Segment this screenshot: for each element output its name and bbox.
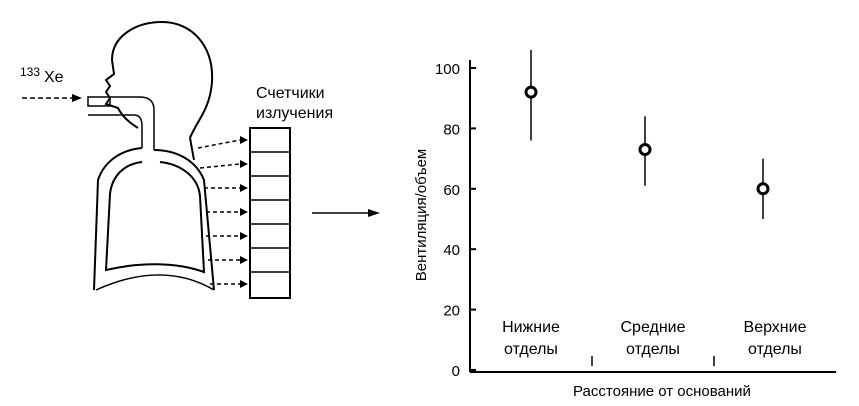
- data-point: [638, 143, 652, 157]
- category-label-line2: отделы: [748, 341, 802, 358]
- y-tick-label: 60: [443, 182, 460, 199]
- category-label-line1: Нижние: [502, 319, 560, 336]
- data-points: [524, 49, 770, 219]
- y-tick-label: 20: [443, 303, 460, 320]
- radiation-arrows: [197, 136, 248, 288]
- data-point: [756, 182, 770, 196]
- category-dividers: [591, 356, 715, 366]
- torso-outline: [93, 147, 215, 291]
- counters-label-line2: излучения: [256, 105, 333, 122]
- category-label-line2: отделы: [504, 341, 558, 358]
- y-tick-label: 100: [435, 61, 460, 78]
- data-point: [524, 85, 538, 99]
- head-outline: [104, 20, 214, 139]
- neck: [189, 137, 195, 161]
- category-label-line2: отделы: [626, 341, 680, 358]
- y-tick-label: 0: [452, 363, 460, 380]
- y-tick-label: 40: [443, 242, 460, 259]
- mouthpiece: [87, 96, 155, 150]
- lung-diagram: 133 Xe: [20, 20, 380, 299]
- radiation-counters: [249, 127, 291, 299]
- category-labels: Нижние отделы Средние отделы Верхние отделы: [502, 319, 807, 358]
- diaphragm: [95, 274, 215, 291]
- lung-outline: [104, 161, 206, 274]
- ventilation-chart: 0 20 40 60 80 100 Нижние отделы Средние отделы Ве…: [413, 49, 836, 400]
- y-tick-label: 80: [443, 121, 460, 138]
- gas-label-symbol: Xe: [44, 69, 64, 86]
- counters-label-line1: Счетчики: [256, 85, 325, 102]
- gas-inflow-arrow: [22, 94, 82, 102]
- y-ticks: 0 20 40 60 80 100: [435, 61, 476, 380]
- category-label-line1: Средние: [620, 319, 685, 336]
- y-axis-label: Вентиляция/объем: [413, 149, 430, 281]
- x-axis-label: Расстояние от оснований: [573, 383, 751, 400]
- category-label-line1: Верхние: [744, 319, 807, 336]
- to-chart-arrow: [312, 209, 380, 217]
- gas-label-mass: 133: [20, 65, 40, 79]
